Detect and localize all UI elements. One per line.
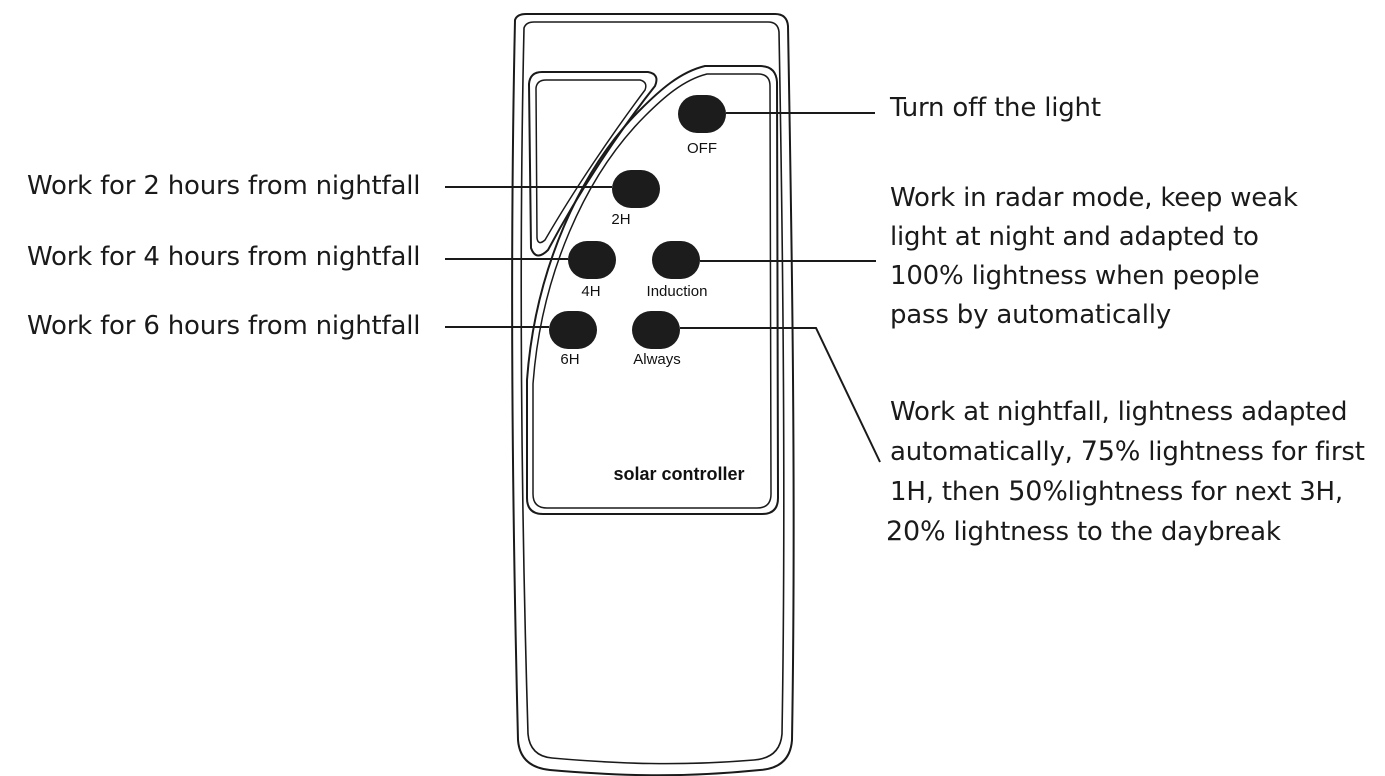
always-callout: Work at nightfall, lightness adapted aut…	[886, 393, 1365, 552]
6h-button-label: 6H	[560, 351, 579, 368]
top-left-window-inner	[535, 79, 647, 244]
induction-callout-line-2: light at night and adapted to	[890, 222, 1259, 252]
2h-button[interactable]	[612, 170, 660, 208]
induction-callout-line-1: Work in radar mode, keep weak	[890, 183, 1298, 213]
induction-button-label: Induction	[647, 283, 708, 300]
always-callout-line-3: 1H, then 50%lightness for next 3H,	[890, 472, 1365, 512]
always-button[interactable]	[632, 311, 680, 349]
always-line-4-rest: lightness to the daybreak	[945, 517, 1281, 547]
always-leader-line	[680, 327, 881, 463]
brand-label: solar controller	[613, 464, 744, 484]
top-left-window-outer	[527, 71, 658, 257]
always-callout-line-4: 20% lightness to the daybreak	[886, 512, 1365, 552]
4h-button-label: 4H	[581, 283, 600, 300]
always-line-3-rest: lightness for next 3H,	[1067, 477, 1343, 507]
2h-callout: Work for 2 hours from nightfall	[27, 171, 421, 201]
always-callout-line-1: Work at nightfall, lightness adapted	[890, 397, 1348, 427]
always-line-2-rest: lightness for first	[1140, 437, 1365, 467]
button-panel-outer	[526, 65, 780, 515]
always-line-2-text: automatically,	[890, 437, 1081, 467]
4h-button[interactable]	[568, 241, 616, 279]
off-button[interactable]	[678, 95, 726, 133]
always-callout-line-2: automatically, 75% lightness for first	[890, 432, 1365, 472]
always-line-3-text: 1H, then	[890, 477, 1009, 507]
2h-button-label: 2H	[611, 211, 630, 228]
induction-callout: Work in radar mode, keep weak light at n…	[890, 179, 1298, 335]
remote-outer-body	[511, 13, 795, 776]
induction-callout-line-4: pass by automatically	[890, 300, 1172, 330]
always-button-label: Always	[633, 351, 681, 368]
induction-callout-line-3: 100% lightness when people	[890, 261, 1260, 291]
remote-inner-outline	[520, 21, 785, 765]
induction-button[interactable]	[652, 241, 700, 279]
always-75-percent: 75%	[1080, 436, 1141, 467]
always-50-percent: 50%	[1008, 476, 1068, 507]
off-callout: Turn off the light	[890, 93, 1101, 123]
always-20-percent: 20%	[886, 516, 946, 547]
6h-callout: Work for 6 hours from nightfall	[27, 311, 421, 341]
off-button-label: OFF	[687, 140, 717, 157]
4h-callout: Work for 4 hours from nightfall	[27, 242, 421, 272]
6h-button[interactable]	[549, 311, 597, 349]
button-panel-inner	[532, 73, 772, 509]
